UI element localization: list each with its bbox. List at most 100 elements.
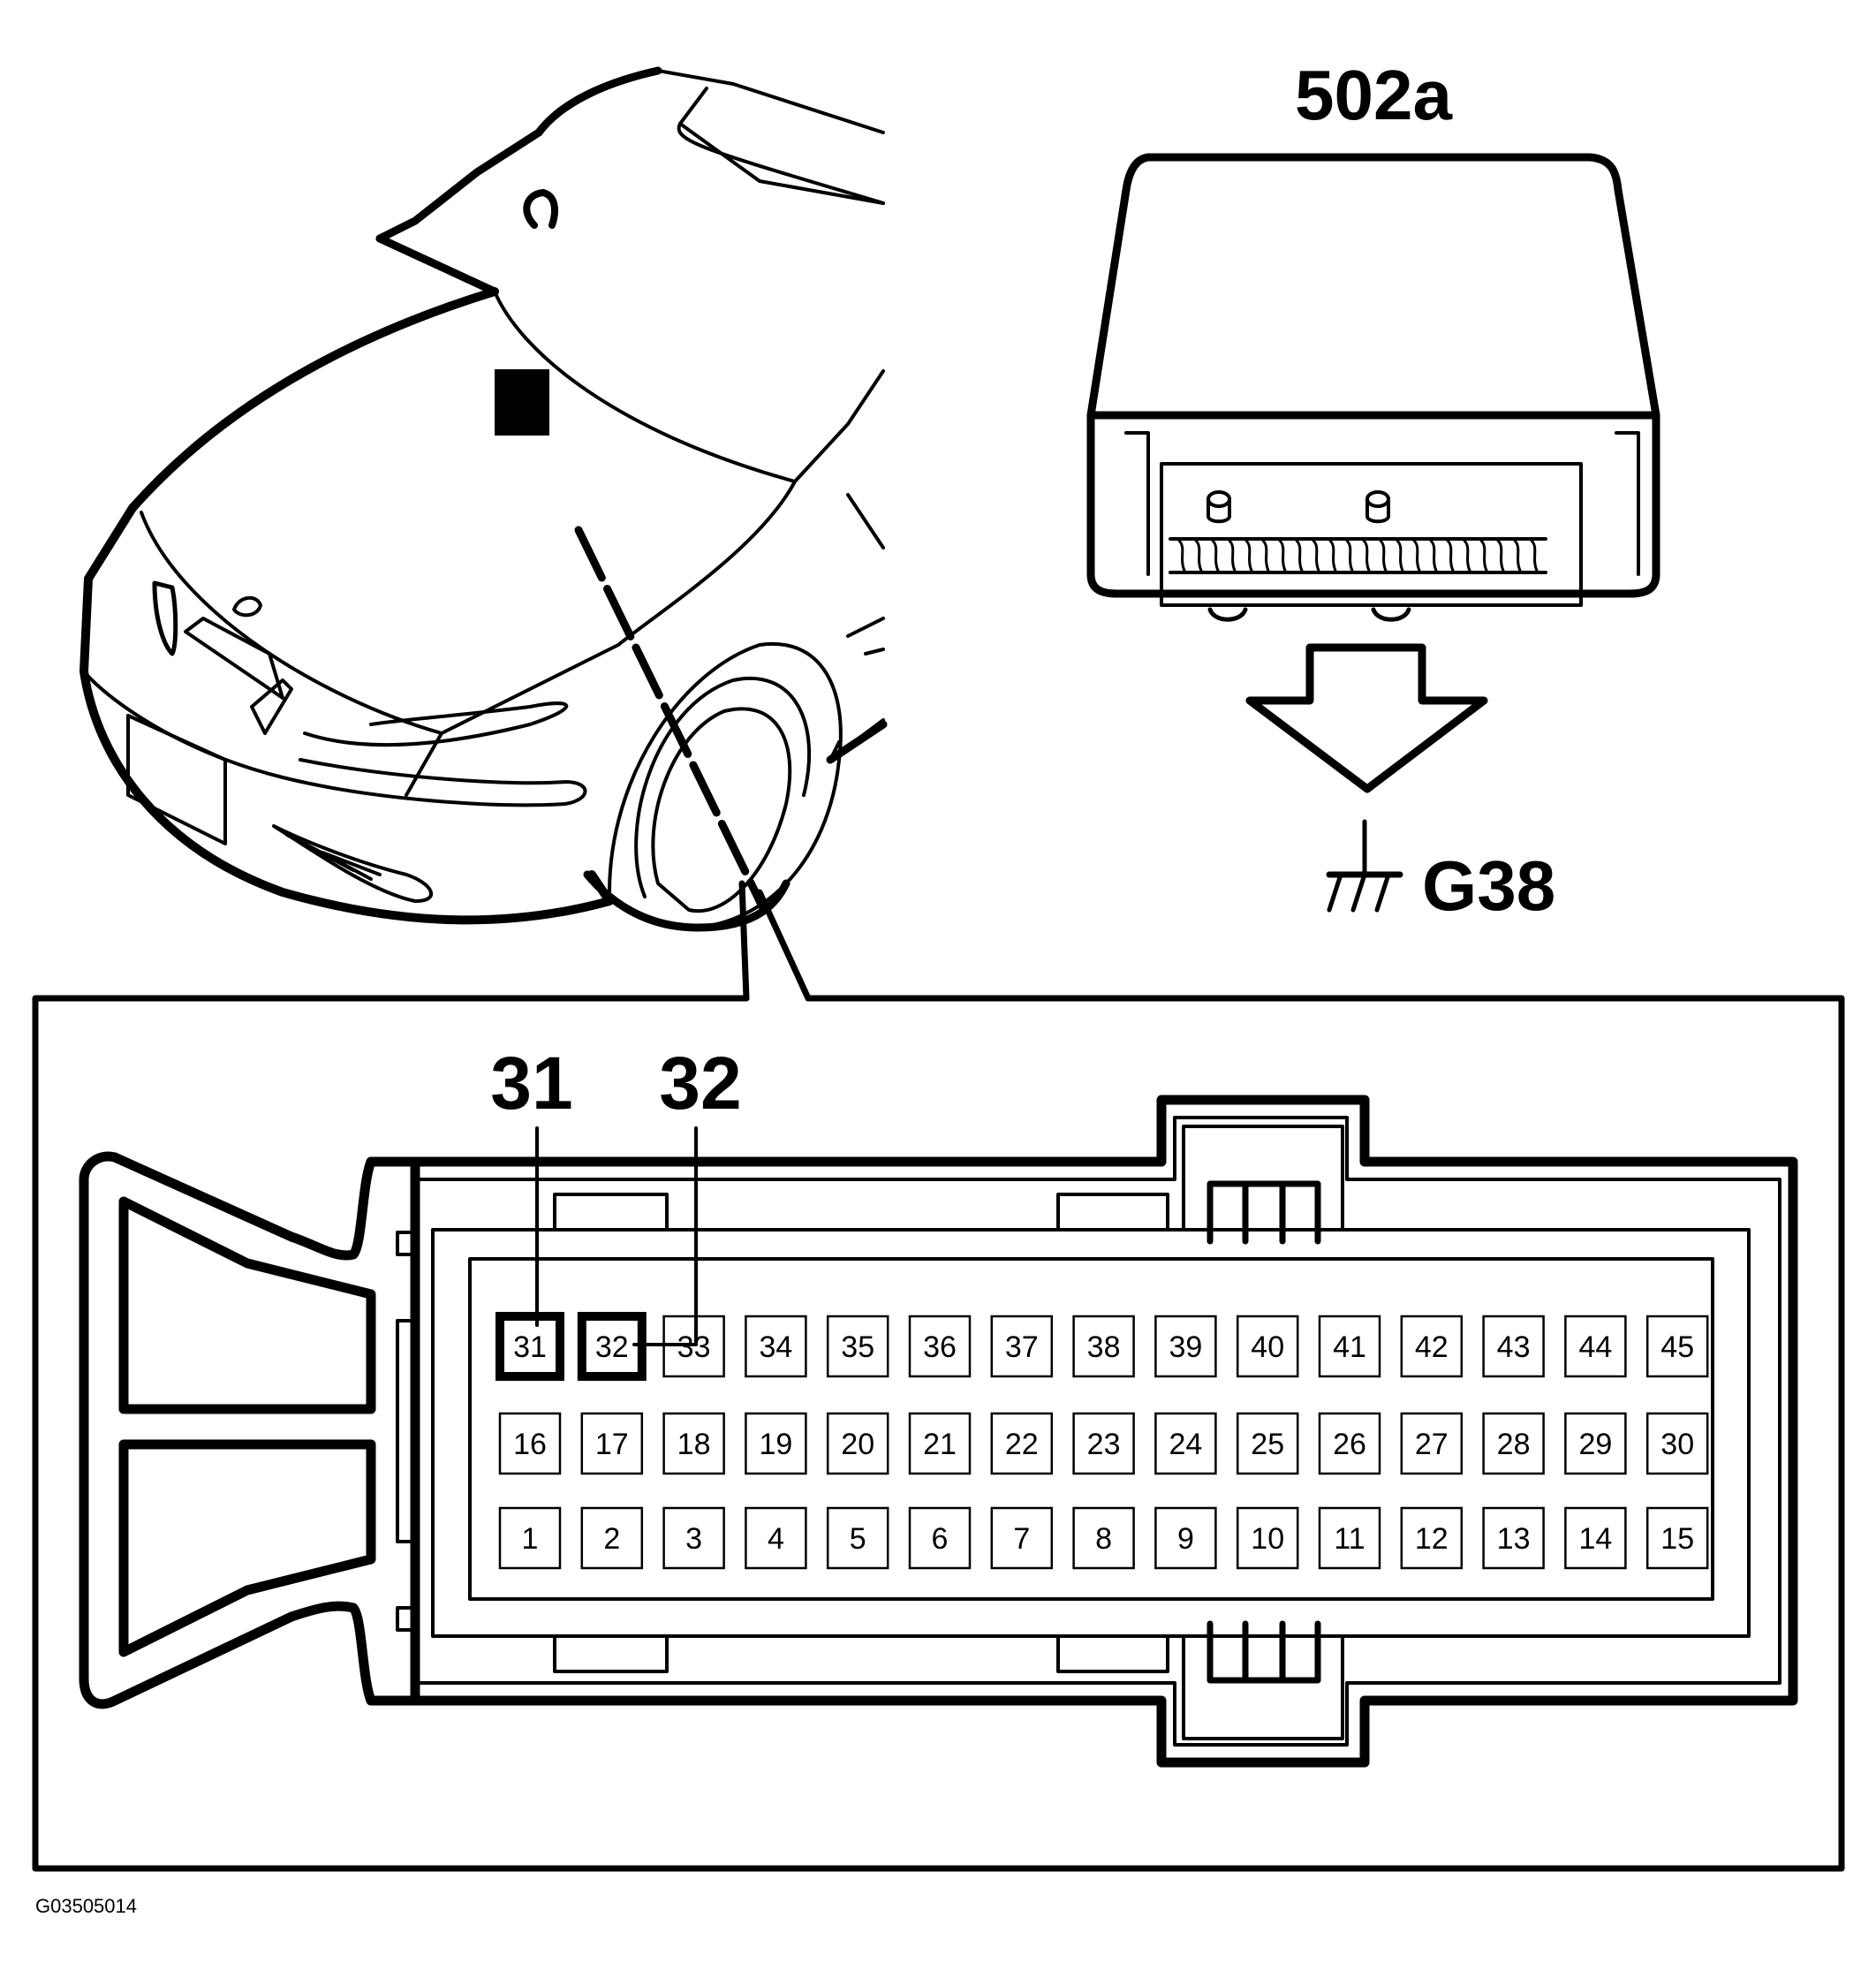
module-pin: [1396, 539, 1404, 572]
pin-number: 42: [1415, 1330, 1449, 1364]
car-front-illustration: [79, 66, 888, 1002]
pin-box: [1645, 1315, 1709, 1378]
pin-number: 45: [1660, 1330, 1694, 1364]
pin-42: 42: [1400, 1315, 1464, 1378]
pin-29: 29: [1564, 1412, 1627, 1475]
pin-number: 44: [1578, 1330, 1612, 1364]
pin-20: 20: [826, 1412, 889, 1475]
pin-box: [498, 1412, 562, 1475]
pin-number: 11: [1334, 1522, 1365, 1556]
pin-32: 32: [577, 1312, 647, 1381]
pin-box: [1236, 1506, 1299, 1570]
pin-36: 36: [908, 1315, 972, 1378]
pin-number: 43: [1497, 1330, 1531, 1364]
module-pin: [1412, 539, 1421, 572]
pin-number: 39: [1169, 1330, 1202, 1364]
pin-box: [1482, 1506, 1545, 1570]
callout-32: 32: [632, 1042, 742, 1346]
pin-37: 37: [990, 1315, 1054, 1378]
pin-17: 17: [580, 1412, 644, 1475]
pin-number: 14: [1578, 1522, 1612, 1556]
pin-21: 21: [908, 1412, 972, 1475]
pin-44: 44: [1564, 1315, 1627, 1378]
pin-26: 26: [1318, 1412, 1381, 1475]
pin-box: [1236, 1315, 1299, 1378]
pin-box: [1400, 1412, 1464, 1475]
pin-box: [826, 1412, 889, 1475]
pin-box: [1564, 1315, 1627, 1378]
module-pin: [1295, 539, 1304, 572]
pin-box: [1236, 1412, 1299, 1475]
pin-box: [745, 1506, 807, 1570]
pin-number: 21: [923, 1428, 957, 1461]
ground-symbol-icon: [1326, 819, 1403, 913]
pin-5: 5: [826, 1506, 889, 1570]
pin-number: 29: [1578, 1428, 1612, 1461]
pin-31: 31: [495, 1312, 564, 1381]
pin-8: 8: [1072, 1506, 1135, 1570]
module-pin: [1194, 539, 1203, 572]
pin-15: 15: [1645, 1506, 1709, 1570]
module-pin: [1496, 539, 1505, 572]
pin-13: 13: [1482, 1506, 1545, 1570]
module-pin: [1211, 539, 1220, 572]
module-pin: [1261, 539, 1270, 572]
module-pin: [1429, 539, 1438, 572]
pin-number: 10: [1251, 1522, 1284, 1556]
pin-12: 12: [1400, 1506, 1464, 1570]
module-pin: [1530, 539, 1539, 572]
pin-number: 18: [677, 1428, 711, 1461]
pin-number: 15: [1660, 1522, 1694, 1556]
pin-box: [745, 1315, 807, 1378]
pin-11: 11: [1318, 1506, 1381, 1570]
pin-1: 1: [498, 1506, 562, 1570]
module-pin: [1328, 539, 1337, 572]
pin-number: 4: [768, 1522, 784, 1556]
pin-18: 18: [662, 1412, 725, 1475]
pin-box: [990, 1412, 1054, 1475]
pin-number: 35: [841, 1330, 874, 1364]
pin-34: 34: [745, 1315, 807, 1378]
pin-27: 27: [1400, 1412, 1464, 1475]
pin-4: 4: [745, 1506, 807, 1570]
module-pin: [1228, 539, 1237, 572]
pin-box: [826, 1506, 889, 1570]
pin-3: 3: [662, 1506, 725, 1570]
module-pin: [1177, 539, 1186, 572]
pin-9: 9: [1154, 1506, 1217, 1570]
pin-box: [1318, 1315, 1381, 1378]
pin-7: 7: [990, 1506, 1054, 1570]
module-pin: [1479, 539, 1488, 572]
pin-box: [908, 1412, 972, 1475]
connector-face-view: [79, 1095, 1798, 1768]
pin-box: [1072, 1506, 1135, 1570]
pin-box: [1564, 1412, 1627, 1475]
pin-41: 41: [1318, 1315, 1381, 1378]
pin-number: 34: [759, 1330, 792, 1364]
pin-box: [1400, 1506, 1464, 1570]
pin-number: 3: [685, 1522, 702, 1556]
module-pin: [1312, 539, 1320, 572]
pin-number: 1: [522, 1522, 539, 1556]
pin-box: [1318, 1506, 1381, 1570]
module-label: 502a: [1295, 56, 1452, 134]
pin-box: [662, 1506, 725, 1570]
callout-31-label: 31: [490, 1042, 572, 1125]
pin-30: 30: [1645, 1412, 1709, 1475]
module-pin: [1362, 539, 1371, 572]
pin-45: 45: [1645, 1315, 1709, 1378]
pin-box: [1154, 1315, 1217, 1378]
pin-38: 38: [1072, 1315, 1135, 1378]
pin-box: [495, 1312, 564, 1381]
module-pin: [1345, 539, 1354, 572]
pin-box: [1645, 1412, 1709, 1475]
module-pin: [1463, 539, 1471, 572]
pin-box: [1318, 1412, 1381, 1475]
pin-19: 19: [745, 1412, 807, 1475]
module-pin: [1379, 539, 1388, 572]
pin-number: 36: [923, 1330, 957, 1364]
pin-box: [1400, 1315, 1464, 1378]
pin-10: 10: [1236, 1506, 1299, 1570]
